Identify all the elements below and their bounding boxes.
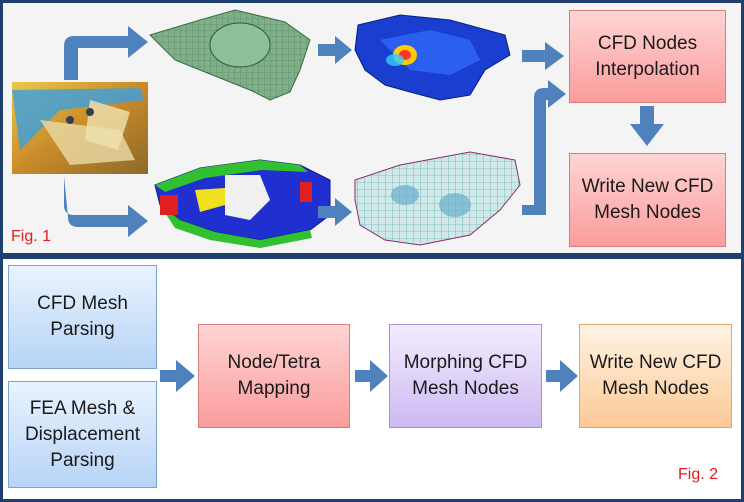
panel-divider: [0, 253, 744, 259]
fig1-arrows: [64, 26, 664, 237]
fig2-arrows: [160, 360, 578, 392]
cfd-part-render-icon: [154, 159, 331, 248]
cfd-parsing-box: CFD Mesh Parsing: [8, 265, 157, 369]
arrow-photo-to-fea: [64, 26, 148, 80]
fig2-label: Fig. 2: [678, 466, 719, 483]
interpolation-box: CFD Nodes Interpolation: [569, 10, 726, 103]
arrow-parse-to-mapping: [160, 360, 195, 392]
morphing-box: Morphing CFD Mesh Nodes: [389, 324, 542, 428]
arrow-interp-to-write: [630, 106, 664, 146]
arrow-photo-to-cfd: [64, 176, 148, 237]
write-nodes-box-fig2: Write New CFD Mesh Nodes: [579, 324, 732, 428]
cfd-wire-mesh-render-icon: [354, 151, 521, 246]
geometry-photo-icon: [12, 82, 148, 174]
arrow-morph-to-write: [546, 360, 578, 392]
fea-mesh-render-icon: [149, 9, 311, 101]
write-nodes-box-fig1: Write New CFD Mesh Nodes: [569, 153, 726, 247]
fig1-label: Fig. 1: [11, 228, 52, 245]
arrow-fea-to-stress: [318, 36, 352, 64]
arrow-cfd-to-wire: [318, 198, 352, 226]
mapping-box: Node/Tetra Mapping: [198, 324, 350, 428]
fea-parsing-box: FEA Mesh & Displacement Parsing: [8, 381, 157, 488]
arrow-mapping-to-morph: [355, 360, 388, 392]
arrow-wire-to-interp: [522, 80, 566, 215]
stress-contour-render-icon: [354, 14, 511, 101]
arrow-stress-to-interp: [522, 42, 564, 70]
